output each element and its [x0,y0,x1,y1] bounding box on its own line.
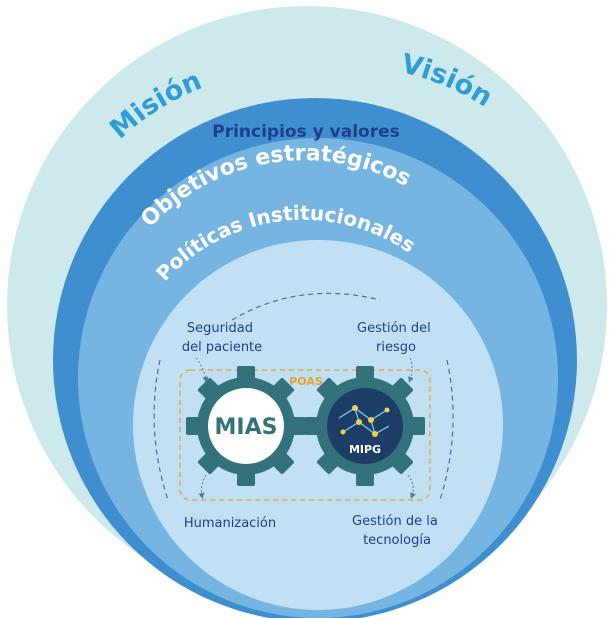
label-gestion-tecnologia: Gestión de la tecnología [352,514,442,548]
label-humanizacion: Humanización [184,516,276,531]
poas-label: POAS [289,375,323,388]
cycle-dashed-arc-top [231,292,381,321]
arrow-bottom-left [198,474,207,499]
mipg-label: MIPG [349,443,381,456]
mipg-gear: MIPG [305,366,425,486]
mias-gear: MIAS [186,366,306,486]
poas-frame [179,369,431,501]
mias-label: MIAS [215,415,278,440]
principios-label: Principios y valores [212,122,399,142]
label-seguridad-paciente: Seguridad del paciente [182,321,262,355]
arrow-bottom-right [407,474,416,499]
arrow-top-right [408,357,414,383]
label-gestion-riesgo: Gestión del riesgo [357,321,435,355]
arrow-top-left [195,357,209,383]
